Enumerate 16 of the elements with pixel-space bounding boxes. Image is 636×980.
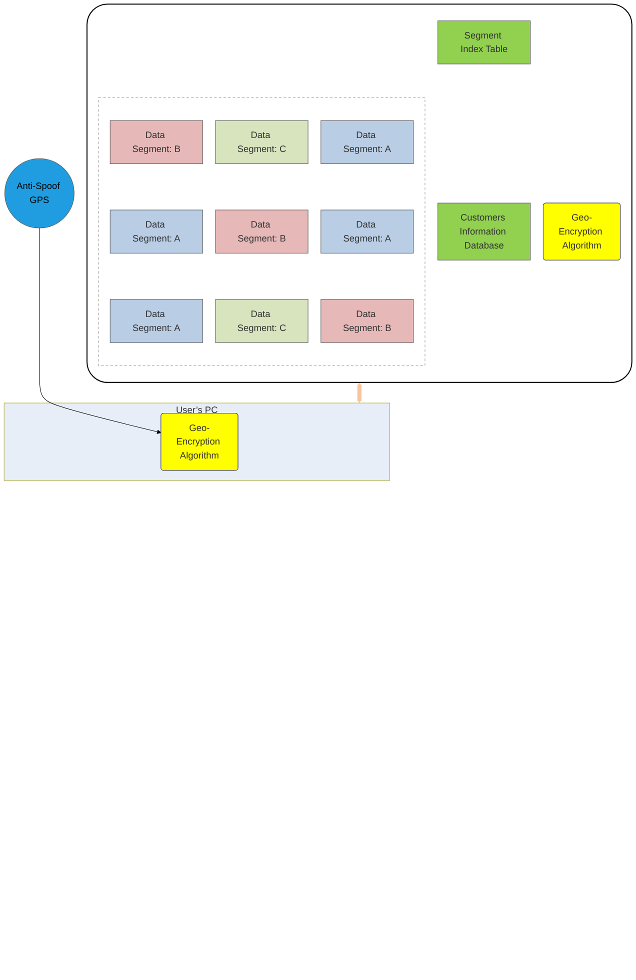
node-box: Data Segment: B bbox=[215, 210, 308, 254]
node-box: Segment Index Table bbox=[438, 20, 531, 64]
cluster bbox=[98, 97, 426, 366]
arrow bbox=[357, 382, 362, 404]
node-box: Data Segment: A bbox=[320, 210, 414, 254]
node-box: Data Segment: C bbox=[215, 120, 308, 164]
cluster bbox=[86, 4, 632, 383]
node-box: Data Segment: A bbox=[320, 120, 414, 164]
node-box: Data Segment: C bbox=[215, 299, 308, 343]
node-box: Data Segment: A bbox=[110, 210, 203, 254]
arrow bbox=[39, 228, 162, 434]
node-box: Customers Information Database bbox=[438, 202, 531, 260]
node-box: Data Segment: A bbox=[110, 299, 203, 343]
node-box: Data Segment: B bbox=[110, 120, 203, 164]
node-circle: Anti-Spoof GPS bbox=[4, 158, 74, 228]
node-box: Data Segment: B bbox=[320, 299, 414, 343]
